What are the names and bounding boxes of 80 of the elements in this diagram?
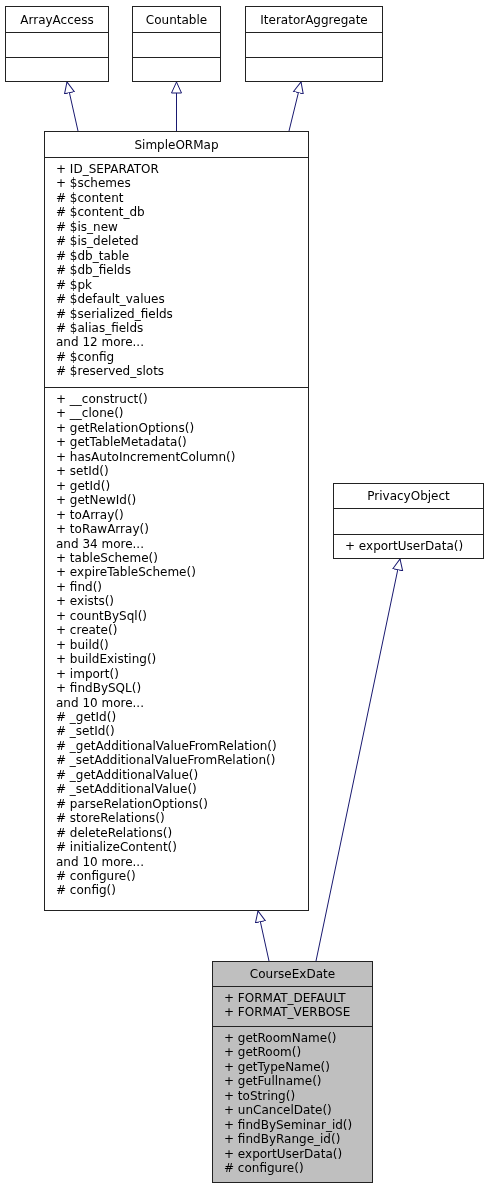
class-name: SimpleORMap xyxy=(134,137,219,152)
class-name: Countable xyxy=(145,12,208,27)
method-entry: + build() xyxy=(56,637,109,653)
attribute-entry: # $content_db xyxy=(56,205,145,220)
class-name: ArrayAccess xyxy=(20,12,94,27)
method-entry: + expireTableScheme() xyxy=(56,565,196,580)
method-entry: # _setAdditionalValueFromRelation() xyxy=(56,753,276,768)
method-entry: + __construct() xyxy=(56,392,148,407)
attribute-entry: + ID_SEPARATOR xyxy=(56,162,159,177)
attribute-entry: # $pk xyxy=(56,277,93,293)
method-entry: + buildExisting() xyxy=(56,652,157,667)
attribute-entry: # $db_fields xyxy=(56,263,131,278)
method-entry: # parseRelationOptions() xyxy=(56,796,208,812)
method-entry: # initializeContent() xyxy=(56,840,177,855)
method-entry: and 34 more... xyxy=(56,536,144,551)
inheritance-arrow xyxy=(255,910,270,962)
method-entry: + tableScheme() xyxy=(56,551,158,566)
method-entry: + getRoom() xyxy=(224,1045,302,1060)
method-entry: + setId() xyxy=(56,464,109,479)
inheritance-arrow xyxy=(288,81,304,132)
class-box xyxy=(44,131,309,911)
method-entry: and 10 more... xyxy=(56,854,144,869)
attribute-entry: + $schemes xyxy=(56,176,131,191)
method-entry: + hasAutoIncrementColumn() xyxy=(56,449,236,465)
class-box xyxy=(212,961,373,1183)
method-entry: + find() xyxy=(56,579,102,595)
method-entry: + getNewId() xyxy=(56,493,137,508)
method-entry: + toRawArray() xyxy=(56,522,149,537)
method-entry: + getRoomName() xyxy=(224,1031,337,1046)
method-entry: # _getId() xyxy=(56,709,117,725)
inheritance-arrow xyxy=(171,81,182,132)
method-entry: # configure() xyxy=(224,1161,304,1176)
method-entry: + getTypeName() xyxy=(224,1059,330,1075)
method-entry: and 10 more... xyxy=(56,695,144,710)
method-entry: + getRelationOptions() xyxy=(56,420,195,436)
method-entry: + import() xyxy=(56,666,119,682)
method-entry: + findByRange_id() xyxy=(224,1132,341,1147)
method-entry: + toArray() xyxy=(56,507,124,523)
class-name: IteratorAggregate xyxy=(260,12,368,27)
attribute-entry: # $default_values xyxy=(56,292,165,307)
method-entry: + exportUserData() xyxy=(224,1146,343,1162)
class-box xyxy=(245,6,383,82)
method-entry: # _setId() xyxy=(56,724,115,739)
method-entry: # _setAdditionalValue() xyxy=(56,782,197,797)
inheritance-arrow xyxy=(64,81,79,132)
method-entry: + getId() xyxy=(56,478,111,494)
class-name: CourseExDate xyxy=(249,967,336,981)
attribute-entry: + FORMAT_VERBOSE xyxy=(224,1005,351,1020)
method-entry: + findBySeminar_id() xyxy=(224,1117,353,1133)
attribute-entry: # $db_table xyxy=(56,248,130,264)
method-entry: + getFullname() xyxy=(224,1074,322,1089)
attribute-entry: # $serialized_fields xyxy=(56,306,173,321)
method-entry: + unCancelDate() xyxy=(224,1103,332,1118)
method-entry: + findBySQL() xyxy=(56,681,142,696)
attribute-entry: # $config xyxy=(56,349,115,365)
method-entry: + exists() xyxy=(56,594,115,609)
attribute-entry: # $is_new xyxy=(56,219,118,235)
attribute-entry: # $reserved_slots xyxy=(56,364,165,379)
method-entry: + getTableMetadata() xyxy=(56,435,187,450)
method-entry: # _getAdditionalValueFromRelation() xyxy=(56,738,277,754)
method-entry: + create() xyxy=(56,623,118,638)
method-entry: # storeRelations() xyxy=(56,811,165,826)
attribute-entry: # $is_deleted xyxy=(56,234,139,249)
class-box xyxy=(333,483,484,559)
method-entry: + countBySql() xyxy=(56,608,147,624)
attribute-entry: # $content xyxy=(56,190,124,206)
class-box xyxy=(132,6,221,82)
method-entry: # deleteRelations() xyxy=(56,825,173,841)
method-entry: # config() xyxy=(56,883,116,898)
attribute-entry: + FORMAT_DEFAULT xyxy=(224,991,346,1006)
class-box xyxy=(5,6,109,82)
method-entry: + __clone() xyxy=(56,406,124,421)
attribute-entry: and 12 more... xyxy=(56,335,144,350)
method-entry: + toString() xyxy=(224,1088,296,1104)
class-name: PrivacyObject xyxy=(367,489,450,503)
method-entry: + exportUserData() xyxy=(345,539,464,554)
method-entry: # _getAdditionalValue() xyxy=(56,767,199,783)
inheritance-arrow xyxy=(315,558,404,962)
attribute-entry: # $alias_fields xyxy=(56,321,144,336)
method-entry: # configure() xyxy=(56,868,136,884)
